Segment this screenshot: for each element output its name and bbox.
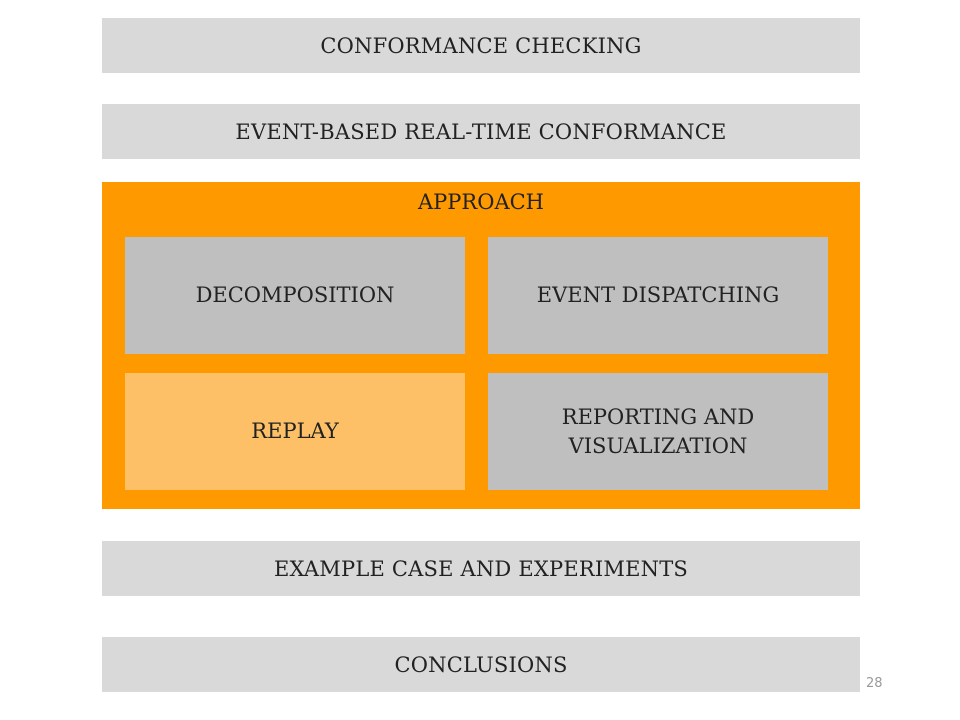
approach-section: APPROACH DECOMPOSITION EVENT DISPATCHING… [102,182,860,509]
replay-box: REPLAY [125,373,465,490]
box-label: REPORTING AND VISUALIZATION [561,404,755,458]
section-label: CONCLUSIONS [394,652,568,677]
approach-title: APPROACH [418,190,544,214]
reporting-visualization-box: REPORTING AND VISUALIZATION [488,373,828,490]
decomposition-box: DECOMPOSITION [125,237,465,354]
section-label: EXAMPLE CASE AND EXPERIMENTS [273,556,688,581]
section-label: EVENT-BASED REAL-TIME CONFORMANCE [235,119,727,144]
section-conformance-checking: CONFORMANCE CHECKING [102,18,860,73]
page-number: 28 [866,676,883,691]
box-label: REPLAY [251,419,339,443]
section-example-case: EXAMPLE CASE AND EXPERIMENTS [102,541,860,596]
event-dispatching-box: EVENT DISPATCHING [488,237,828,354]
section-event-based-conformance: EVENT-BASED REAL-TIME CONFORMANCE [102,104,860,159]
box-label: EVENT DISPATCHING [536,283,780,307]
section-conclusions: CONCLUSIONS [102,637,860,692]
section-label: CONFORMANCE CHECKING [320,33,642,58]
box-label: DECOMPOSITION [195,283,395,307]
